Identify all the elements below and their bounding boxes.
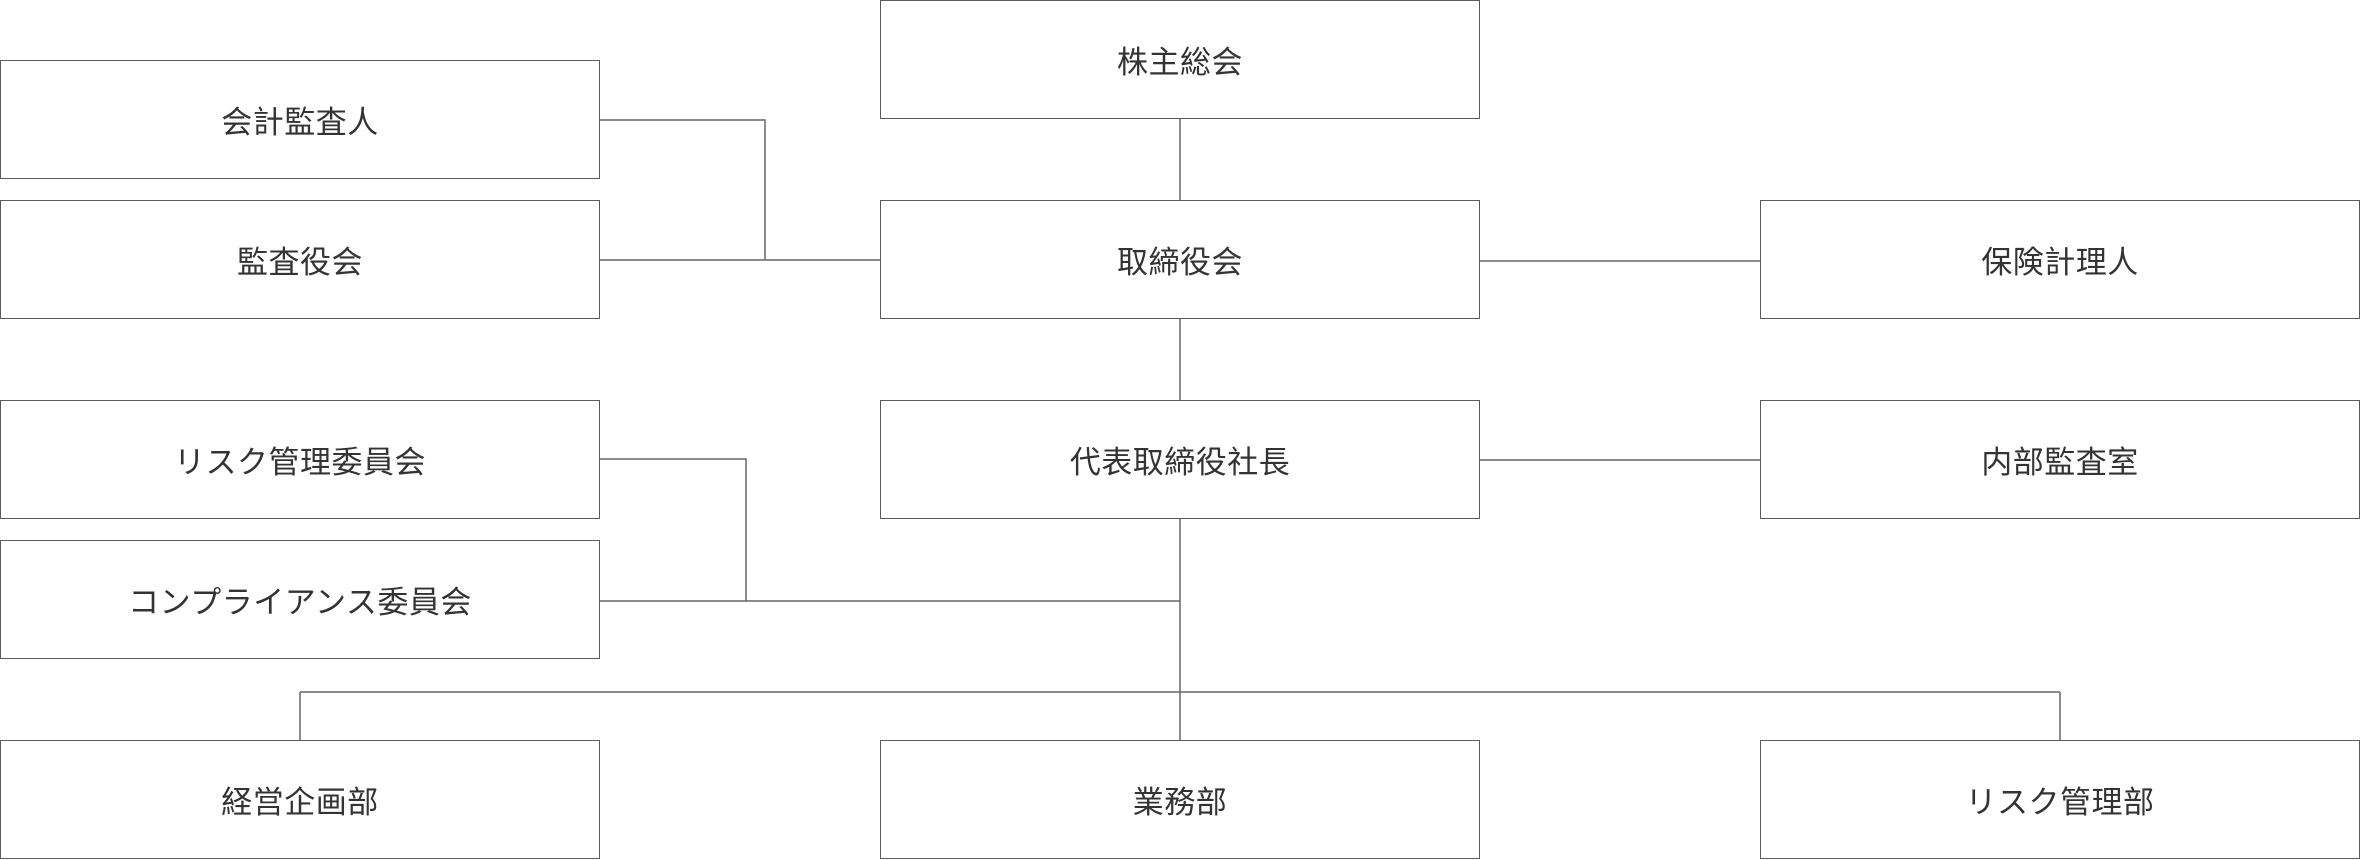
node-internal-audit: 内部監査室 bbox=[1760, 400, 2360, 519]
node-label: 取締役会 bbox=[1117, 245, 1243, 281]
node-label: 会計監査人 bbox=[221, 105, 379, 141]
node-president: 代表取締役社長 bbox=[880, 400, 1480, 519]
node-accounting-auditor: 会計監査人 bbox=[0, 60, 600, 179]
node-label: リスク管理部 bbox=[1965, 785, 2155, 821]
node-operations-dept: 業務部 bbox=[880, 740, 1480, 859]
node-label: 代表取締役社長 bbox=[1069, 445, 1291, 481]
node-risk-dept: リスク管理部 bbox=[1760, 740, 2360, 859]
node-actuary: 保険計理人 bbox=[1760, 200, 2360, 319]
node-label: 監査役会 bbox=[237, 245, 363, 281]
node-board-of-directors: 取締役会 bbox=[880, 200, 1480, 319]
node-label: 経営企画部 bbox=[221, 785, 379, 821]
connector-auditor-board bbox=[600, 119, 766, 260]
node-risk-committee: リスク管理委員会 bbox=[0, 400, 600, 519]
connector-risk-committee bbox=[600, 458, 747, 601]
node-compliance-committee: コンプライアンス委員会 bbox=[0, 540, 600, 659]
node-label: 株主総会 bbox=[1117, 45, 1243, 81]
node-audit-board: 監査役会 bbox=[0, 200, 600, 319]
node-label: 内部監査室 bbox=[1981, 445, 2139, 481]
node-planning-dept: 経営企画部 bbox=[0, 740, 600, 859]
node-label: 保険計理人 bbox=[1981, 245, 2139, 281]
node-label: リスク管理委員会 bbox=[174, 445, 426, 481]
node-label: コンプライアンス委員会 bbox=[128, 585, 472, 621]
node-label: 業務部 bbox=[1132, 785, 1228, 821]
node-shareholders-meeting: 株主総会 bbox=[880, 0, 1480, 119]
